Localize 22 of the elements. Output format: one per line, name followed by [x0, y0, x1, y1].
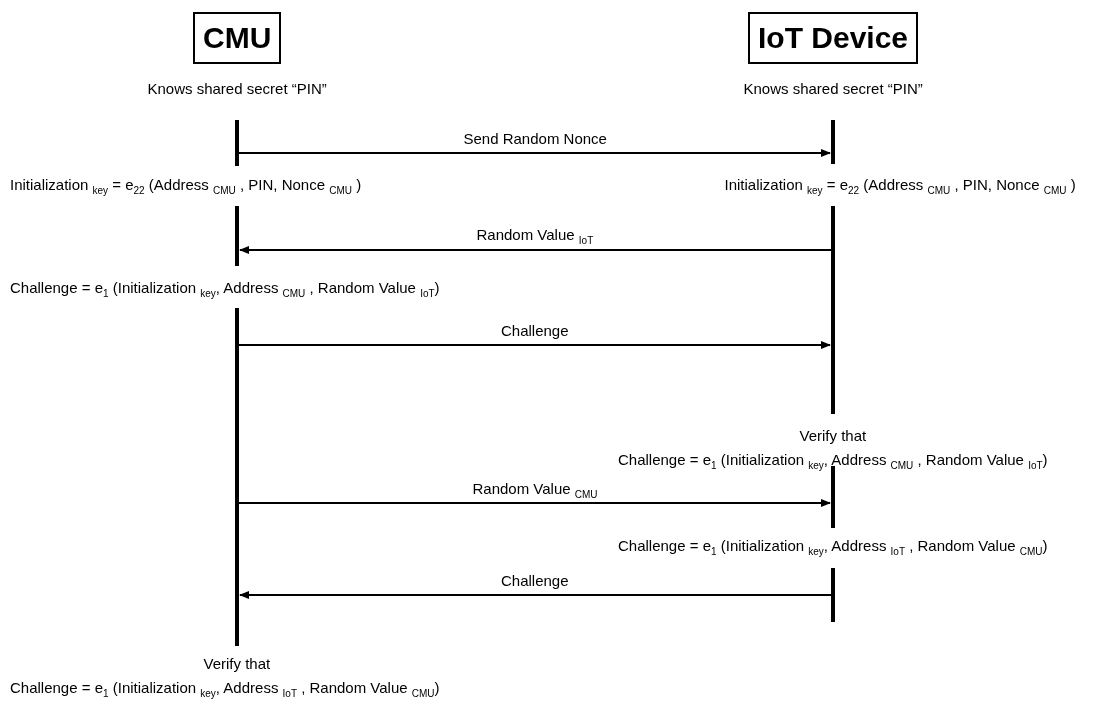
note-text: Verify that: [203, 655, 271, 673]
note-text: Challenge = e$_{1}$ (Initialization $_{key}$, Address $_{IoT}$ , Random Value $_{CMU}$): [10, 679, 440, 701]
participant-box: IoT Device: [748, 12, 919, 64]
message-arrow: [239, 591, 832, 599]
message-arrow: [239, 246, 832, 254]
participant-note: Knows shared secret “PIN”: [147, 80, 327, 98]
note-text: Verify that: [799, 427, 867, 445]
note-text: Challenge = e$_{1}$ (Initialization $_{key}$, Address $_{IoT}$ , Random Value $_{CMU}$): [618, 537, 1048, 559]
message-label: Send Random Nonce: [463, 130, 607, 148]
note-text: Challenge = e$_{1}$ (Initialization $_{key}$, Address $_{CMU}$ , Random Value $_{IoT}$): [618, 451, 1048, 473]
participant-note: Knows shared secret “PIN”: [743, 80, 923, 98]
message-label: Challenge: [501, 322, 569, 340]
note-text: Challenge = e$_{1}$ (Initialization $_{key}$, Address $_{CMU}$ , Random Value $_{IoT}$): [10, 279, 440, 301]
message-arrow: [238, 341, 831, 349]
message-arrow: [238, 149, 831, 157]
message-label: Random Value $_{CMU}$: [472, 480, 598, 502]
note-text: Initialization $_{key}$ = e$_{22}$ (Address $_{CMU}$ , PIN, Nonce $_{CMU}$ ): [724, 176, 1076, 198]
note-text: Initialization $_{key}$ = e$_{22}$ (Address $_{CMU}$ , PIN, Nonce $_{CMU}$ ): [10, 176, 362, 198]
message-label: Random Value $_{IoT}$: [476, 226, 594, 248]
message-arrow: [238, 499, 831, 507]
message-label: Challenge: [501, 572, 569, 590]
participant-box: CMU: [193, 12, 282, 64]
